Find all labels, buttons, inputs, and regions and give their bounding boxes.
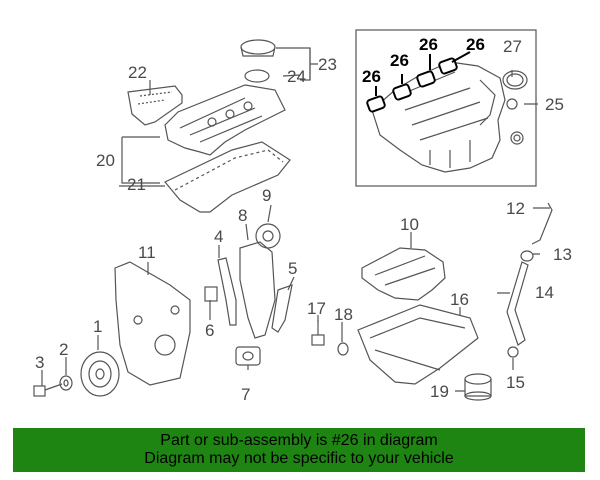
label-12: 12 xyxy=(506,199,525,218)
label-2: 2 xyxy=(59,340,68,359)
engine-cover[interactable] xyxy=(127,85,183,126)
drain-plug[interactable] xyxy=(311,320,325,346)
parts-diagram: 22 23 24 20 21 26 26 26 26 27 25 9 8 4 5… xyxy=(33,29,572,404)
intake-gasket-part-26[interactable] xyxy=(366,51,471,113)
label-1: 1 xyxy=(93,317,102,336)
valve-cover[interactable] xyxy=(164,84,286,156)
timing-cover[interactable] xyxy=(114,261,191,386)
label-8: 8 xyxy=(238,206,247,225)
pulley-bolt[interactable] xyxy=(33,383,63,397)
valve-cover-gasket[interactable] xyxy=(164,141,291,213)
label-5: 5 xyxy=(288,259,297,278)
intake-manifold[interactable] xyxy=(371,61,506,173)
label-26: 26 xyxy=(466,35,485,54)
chain-guide[interactable] xyxy=(217,257,237,326)
throttle-body-gasket[interactable] xyxy=(502,70,528,90)
oil-filler-cap[interactable] xyxy=(240,39,318,83)
oil-dipstick[interactable] xyxy=(531,202,553,245)
oil-filter[interactable] xyxy=(464,373,492,401)
label-13: 13 xyxy=(553,245,572,264)
crankshaft-pulley[interactable] xyxy=(80,351,120,397)
dipstick-tube[interactable] xyxy=(506,261,529,346)
label-23: 23 xyxy=(318,55,337,74)
label-26: 26 xyxy=(419,35,438,54)
tube-seal[interactable] xyxy=(507,346,519,358)
o-ring[interactable] xyxy=(520,250,534,262)
label-3: 3 xyxy=(35,353,44,372)
info-banner: Part or sub-assembly is #26 in diagram D… xyxy=(13,428,585,472)
oil-pump[interactable] xyxy=(361,247,446,301)
chain-tensioner[interactable] xyxy=(204,286,218,302)
label-25: 25 xyxy=(545,95,564,114)
label-20: 20 xyxy=(96,151,115,170)
label-14: 14 xyxy=(535,283,554,302)
label-17: 17 xyxy=(307,299,326,318)
label-18: 18 xyxy=(334,305,353,324)
label-24: 24 xyxy=(287,67,306,86)
drain-plug-washer[interactable] xyxy=(337,342,349,356)
label-27: 27 xyxy=(503,37,522,56)
label-21: 21 xyxy=(127,175,146,194)
label-19: 19 xyxy=(430,382,449,401)
oil-pan[interactable] xyxy=(357,304,479,385)
label-26: 26 xyxy=(362,67,381,86)
label-16: 16 xyxy=(450,290,469,309)
label-11: 11 xyxy=(138,243,156,262)
banner-line-2: Diagram may not be specific to your vehi… xyxy=(144,450,454,467)
intake-manifold-inset-box xyxy=(355,29,537,187)
timing-chain[interactable] xyxy=(239,241,276,339)
label-22: 22 xyxy=(128,63,147,82)
label-4: 4 xyxy=(214,227,223,246)
crankshaft-sprocket[interactable] xyxy=(235,346,261,366)
washer[interactable] xyxy=(59,375,73,391)
label-26: 26 xyxy=(390,51,409,70)
sensor[interactable] xyxy=(506,98,524,145)
label-15: 15 xyxy=(506,373,525,392)
label-10: 10 xyxy=(400,215,419,234)
camshaft-sprocket[interactable] xyxy=(255,223,281,249)
label-7: 7 xyxy=(241,385,250,404)
banner-line-1: Part or sub-assembly is #26 in diagram xyxy=(160,432,438,449)
label-6: 6 xyxy=(205,321,214,340)
label-9: 9 xyxy=(262,186,271,205)
